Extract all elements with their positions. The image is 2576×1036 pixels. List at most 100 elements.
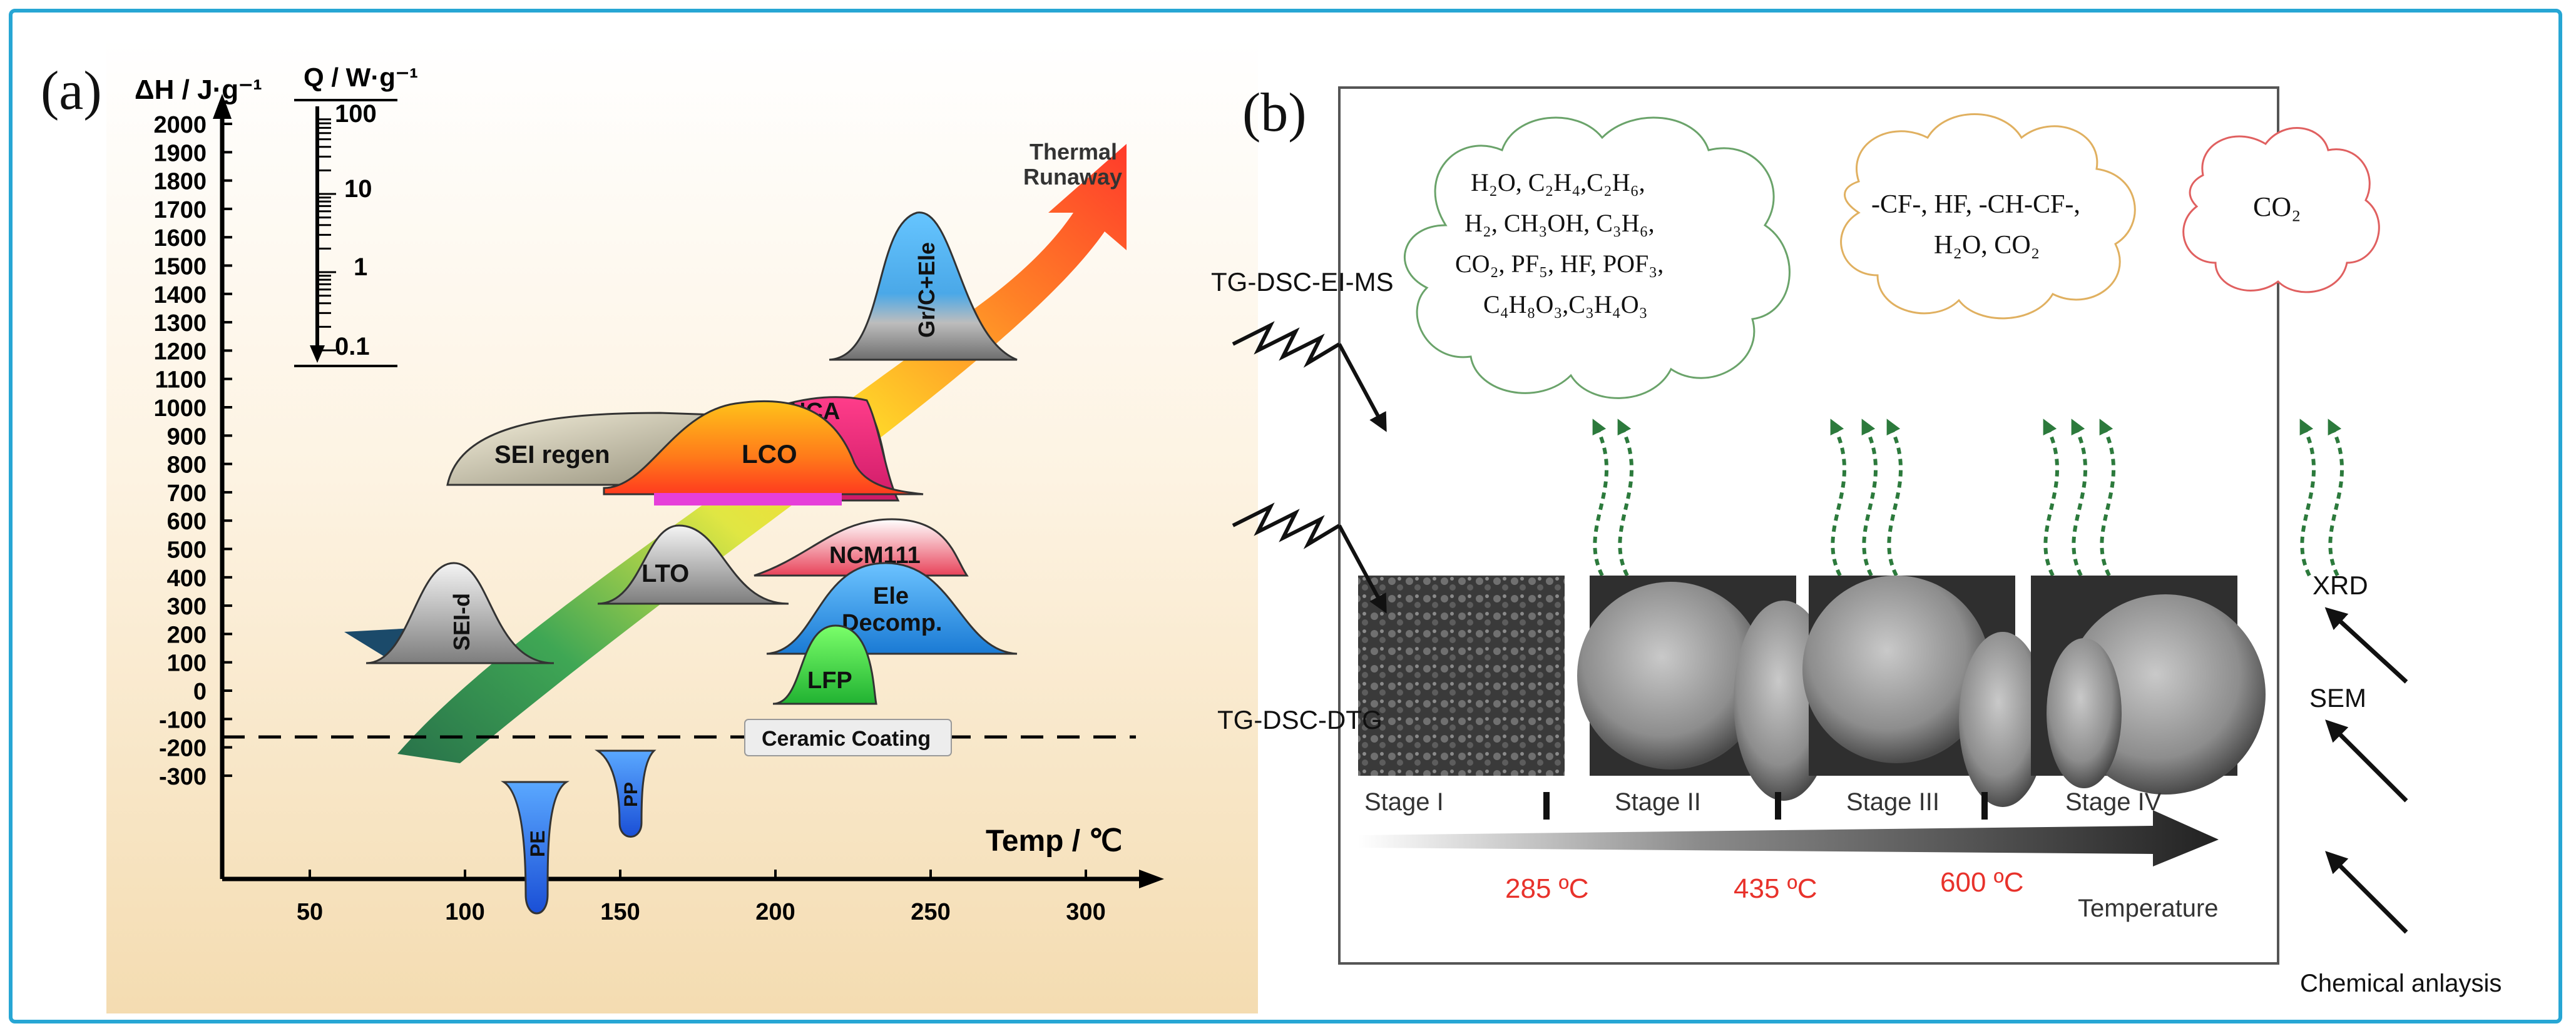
- q-axis-label: Q / W·g⁻¹: [304, 63, 418, 92]
- q-tick: 100: [335, 100, 377, 128]
- temp-tick-label: 50: [297, 899, 323, 925]
- cloud-2-text: -CF-, HF, -CH-CF-, H₂O, CO₂: [1871, 190, 2080, 260]
- stage-labels: Stage I Stage II Stage III Stage IV: [1364, 788, 2162, 816]
- panel-a-diagram: 2000190018001700160015001400130012001100…: [106, 38, 1258, 1013]
- lco-region: [603, 400, 924, 495]
- cloud-1-line: H₂O, C₂H₄,C₂H₆,: [1471, 168, 1645, 196]
- lto-label: LTO: [641, 560, 689, 587]
- dh-tick-label: 1600: [153, 225, 207, 251]
- method-top-zigzag-arrow: [1232, 321, 1341, 368]
- pp-region: [595, 749, 657, 838]
- sem-image-2: [1577, 576, 1834, 801]
- sem-image-3: [1802, 576, 2047, 807]
- dh-tick-label: -300: [159, 764, 207, 790]
- gr-c-ele-region: [829, 211, 1018, 361]
- lfp-region: [772, 624, 877, 705]
- cloud-3-line: CO₂: [2253, 191, 2301, 222]
- panel-b-diagram: H₂O, C₂H₄,C₂H₆, H₂, CH₃OH, C₃H₆, CO₂, PF…: [1211, 86, 2502, 997]
- dh-tick-label: 1300: [153, 310, 207, 337]
- gas-arrows: [1592, 419, 2344, 577]
- ceramic-coating-label: Ceramic Coating: [762, 727, 931, 751]
- dh-tick-label: 1000: [153, 395, 207, 422]
- dh-tick-label: 0: [193, 679, 207, 705]
- method-bottom-arrow: [1337, 524, 1387, 614]
- stage-temp: 435 ºC: [1734, 873, 1817, 904]
- dh-tick-label: 1200: [153, 338, 207, 365]
- cloud-2-line: H₂O, CO₂: [1934, 231, 2040, 260]
- sem-image-4: [2031, 576, 2266, 795]
- sem-arrow: [2325, 719, 2408, 803]
- temp-axis-label: Temp / ℃: [986, 825, 1122, 858]
- chemical-analysis-label: Chemical anlaysis: [2300, 970, 2502, 997]
- temperature-label: Temperature: [2078, 895, 2219, 922]
- ceramic-coating-box: [744, 719, 952, 756]
- method-bottom-zigzag-arrow: [1232, 502, 1341, 549]
- sei-regen-label: SEI regen: [494, 441, 610, 469]
- dh-tick-label: 1700: [153, 197, 207, 223]
- dh-tick-label: 1800: [153, 169, 207, 195]
- thermal-runaway-arrow: [397, 144, 1127, 763]
- panel-b: H₂O, C₂H₄,C₂H₆, H₂, CH₃OH, C₃H₆, CO₂, PF…: [1177, 50, 2563, 1007]
- method-bottom-label: TG-DSC-DTG: [1217, 705, 1383, 734]
- cloud-1-text: H₂O, C₂H₄,C₂H₆, H₂, CH₃OH, C₃H₆, CO₂, PF…: [1455, 168, 1664, 318]
- dh-tick-label: 700: [167, 480, 207, 507]
- dh-tick-label: 800: [167, 452, 207, 479]
- pe-region: [501, 781, 570, 915]
- cloud-1-line: C₄H₈O₃,C₃H₄O₃: [1483, 290, 1648, 318]
- dh-axis-arrow: [213, 94, 232, 119]
- panel-b-label: (b): [1242, 83, 1307, 143]
- dh-tick-label: 100: [167, 651, 207, 677]
- lfp-label: LFP: [807, 668, 852, 694]
- dh-axis-label: ΔH / J·g⁻¹: [135, 74, 262, 105]
- dh-tick-label: 400: [167, 566, 207, 592]
- cloud-1: [1403, 116, 1791, 399]
- dh-tick-label: -100: [159, 707, 207, 733]
- dh-tick-label: 600: [167, 509, 207, 535]
- dh-tick-label: 1400: [153, 282, 207, 308]
- dh-tick-label: -200: [159, 736, 207, 762]
- dh-tick-label: 1900: [153, 140, 207, 166]
- dh-tick-label: 200: [167, 622, 207, 648]
- temperature-arrow: [1358, 810, 2219, 866]
- cloud-1-line: H₂, CH₃OH, C₃H₆,: [1464, 209, 1655, 237]
- stage-label: Stage II: [1615, 788, 1701, 816]
- temp-tick-label: 200: [755, 899, 795, 925]
- thermal-runaway-label: Thermal Runaway: [1023, 139, 1123, 190]
- dh-tick-label: 2000: [153, 112, 207, 138]
- pe-label: PE: [526, 830, 549, 857]
- q-tick: 10: [344, 175, 372, 203]
- chemical-arrow: [2325, 851, 2408, 934]
- figure-frame: [9, 9, 2562, 1023]
- cloud-3: [2182, 127, 2380, 293]
- temp-axis-arrow: [1139, 870, 1164, 888]
- xrd-label: XRD: [2313, 571, 2368, 600]
- dh-ticks: 2000190018001700160015001400130012001100…: [153, 112, 232, 790]
- stage-label: Stage IV: [2065, 788, 2162, 816]
- gr-c-ele-label: Gr/C+Ele: [914, 242, 939, 338]
- cloud-2: [1840, 113, 2136, 320]
- sem-image-1: [1358, 576, 1565, 776]
- dh-tick-label: 300: [167, 594, 207, 620]
- q-tick: 0.1: [335, 333, 370, 360]
- method-top-label: TG-DSC-EI-MS: [1211, 267, 1394, 297]
- ele-decomp-label: Ele Decomp.: [842, 583, 942, 636]
- sem-label: SEM: [2309, 683, 2366, 713]
- temp-tick-label: 300: [1066, 899, 1105, 925]
- stage-dividers: [1543, 792, 1988, 820]
- xrd-arrow: [2324, 607, 2408, 684]
- sei-d-region: [365, 562, 555, 664]
- temp-tick-label: 250: [911, 899, 950, 925]
- sei-d-label: SEI-d: [449, 593, 474, 651]
- stage-temp: 285 ºC: [1505, 873, 1588, 904]
- dh-tick-label: 900: [167, 424, 207, 450]
- stage-temps: 285 ºC 435 ºC 600 ºC: [1505, 867, 2023, 904]
- pp-label: PP: [621, 782, 641, 807]
- dh-tick-label: 500: [167, 537, 207, 564]
- q-tick: 1: [354, 253, 367, 281]
- lco-label: LCO: [742, 439, 797, 469]
- stage-label: Stage III: [1846, 788, 1940, 816]
- stage-label: Stage I: [1364, 788, 1444, 816]
- temp-tick-label: 100: [445, 899, 484, 925]
